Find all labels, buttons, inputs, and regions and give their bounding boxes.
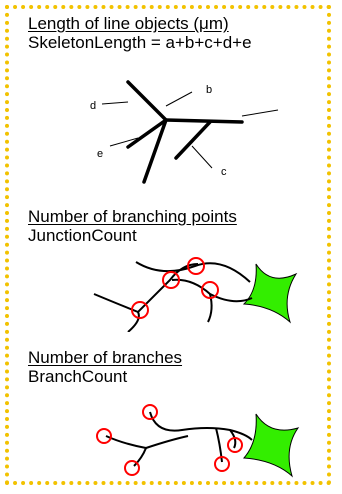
branch-lower: [133, 447, 147, 467]
branch-endpoint-marker: [96, 428, 112, 444]
skeleton-main-trunk: [164, 118, 244, 124]
label-d: d: [90, 100, 96, 112]
branch-count-section: Number of branches BranchCount: [28, 348, 182, 386]
cell-body: [242, 263, 298, 324]
label-b: b: [206, 84, 212, 96]
skeleton-length-heading: Length of line objects (μm): [28, 14, 229, 33]
neurite-tail: [127, 311, 140, 332]
branch-endpoint-marker: [214, 456, 230, 472]
branch-count-metric: BranchCount: [28, 367, 128, 386]
branch-diagram-svg: [96, 404, 300, 478]
junction-count-section: Number of branching points JunctionCount: [28, 207, 237, 245]
branch-endpoint-marker: [142, 404, 158, 420]
junction-marker: [162, 271, 180, 289]
junction-diagram-svg: [93, 257, 298, 332]
leader-e: [109, 137, 139, 147]
label-c: c: [221, 166, 227, 178]
branch-count-heading: Number of branches: [28, 348, 183, 367]
skeleton-length-diagram: b a c d e: [80, 72, 280, 192]
skeleton-branch-down-right: [174, 120, 212, 160]
branch-top: [149, 411, 253, 441]
leader-c: [191, 145, 213, 169]
neurite-top: [135, 261, 251, 283]
branch-down: [215, 427, 223, 463]
branch-count-diagram: [80, 400, 325, 482]
junction-marker: [131, 301, 149, 319]
label-e: e: [97, 148, 103, 160]
junction-marker: [187, 257, 205, 275]
skeleton-diagram-svg: b a c d e: [90, 80, 279, 184]
junction-marker: [201, 281, 219, 299]
junction-count-heading: Number of branching points: [28, 207, 237, 226]
neurite-lower: [93, 263, 199, 314]
leader-d: [101, 101, 129, 105]
neurite-branch: [207, 293, 213, 323]
skeleton-length-formula: SkeletonLength = a+b+c+d+e: [28, 33, 252, 52]
leader-b: [165, 91, 193, 107]
dotted-border-frame: [5, 5, 331, 485]
junction-count-metric: JunctionCount: [28, 226, 137, 245]
leader-a: [241, 109, 279, 117]
branch-endpoint-marker: [124, 460, 140, 476]
skeleton-length-section: Length of line objects (μm) SkeletonLeng…: [28, 14, 252, 52]
junction-count-diagram: [80, 252, 325, 332]
branch-short: [229, 429, 237, 449]
branch-middle: [105, 435, 189, 450]
skeleton-branch-down-left: [142, 118, 168, 184]
branch-endpoint-marker: [227, 437, 243, 453]
cell-body: [242, 413, 300, 478]
